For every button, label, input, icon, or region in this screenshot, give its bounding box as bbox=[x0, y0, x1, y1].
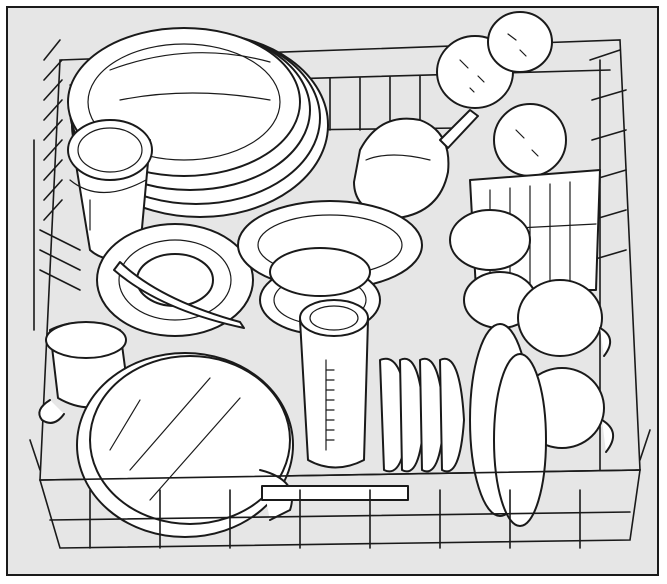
center-plates bbox=[237, 200, 423, 335]
vertical-plates bbox=[379, 357, 465, 473]
basket-front-rim bbox=[29, 429, 651, 549]
left-rack-tines bbox=[33, 39, 81, 331]
saucer-with-spoon bbox=[96, 223, 254, 337]
cutlery-discs bbox=[436, 11, 567, 177]
wine-glass bbox=[353, 109, 479, 219]
measuring-glass bbox=[299, 299, 369, 469]
right-bowls bbox=[449, 209, 537, 329]
tall-tumbler bbox=[67, 119, 153, 260]
right-plates bbox=[469, 323, 547, 527]
large-bowl bbox=[76, 352, 294, 538]
